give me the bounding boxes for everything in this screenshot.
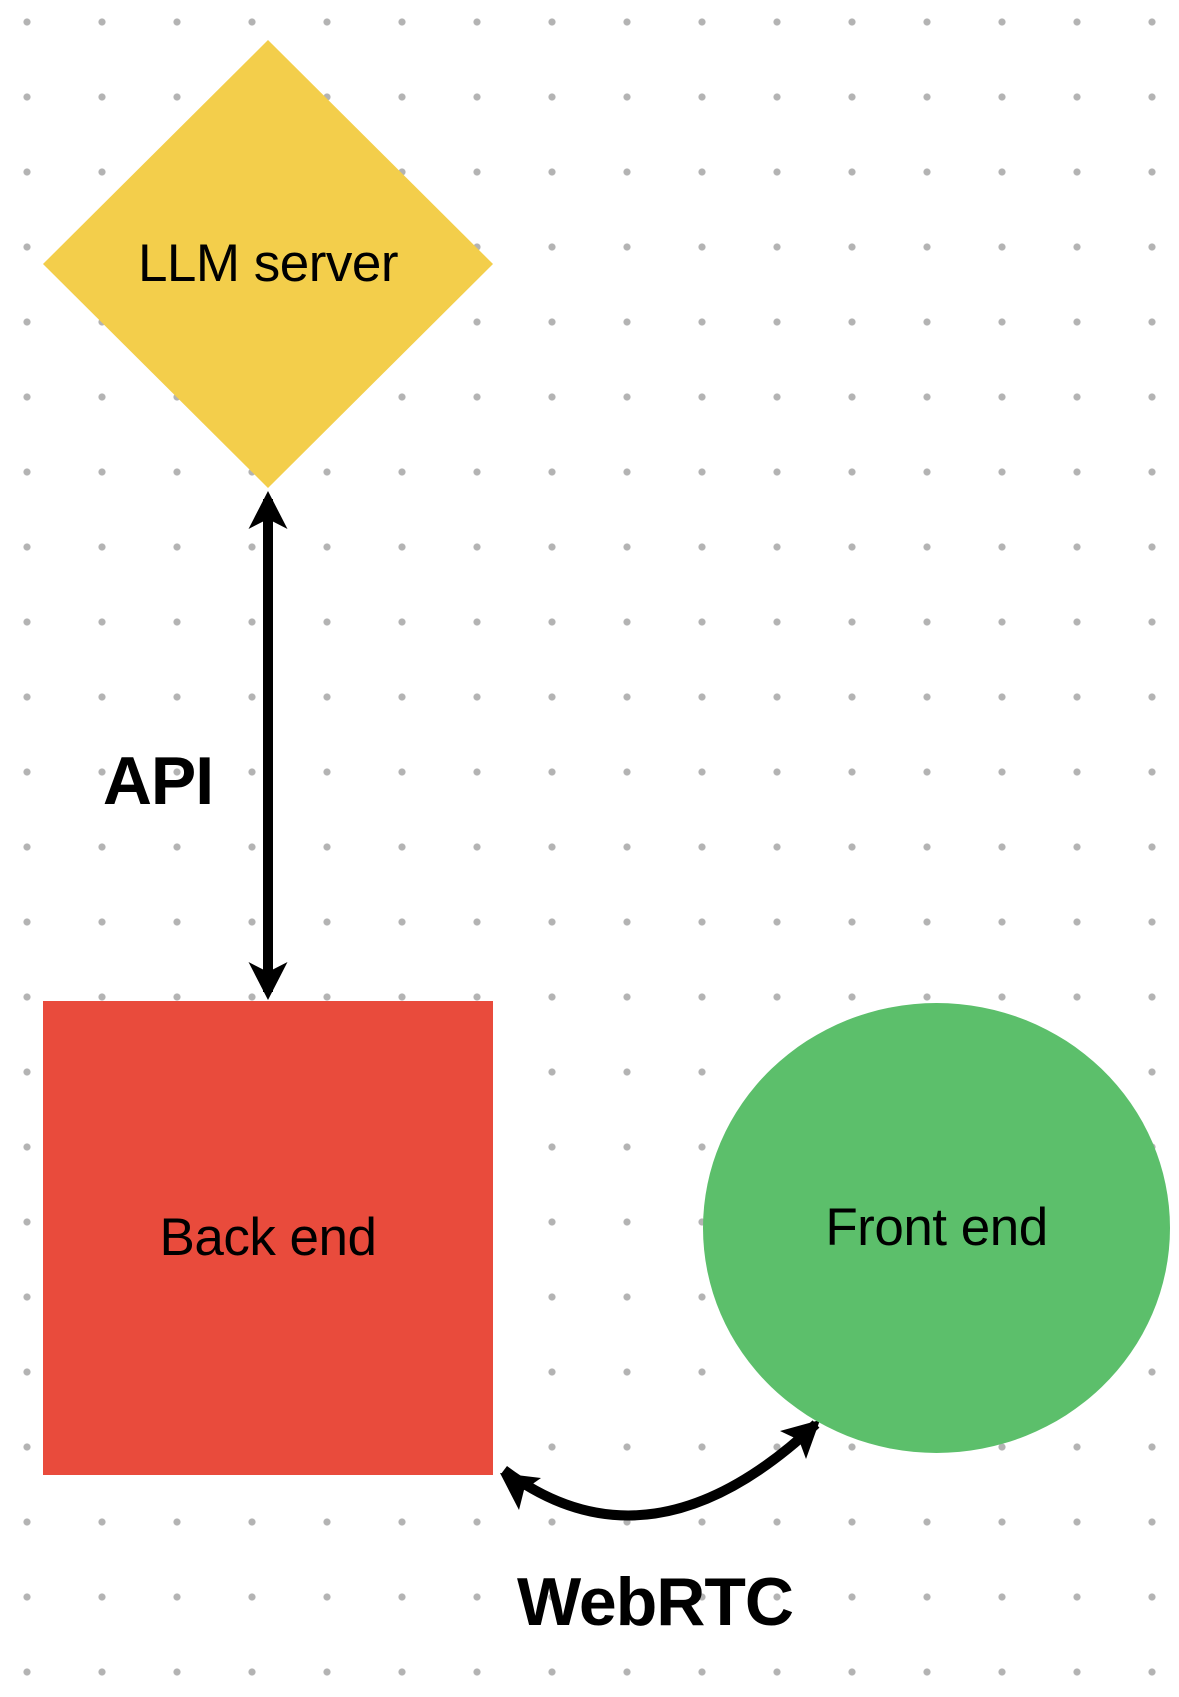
node-back-end-label: Back end (159, 1207, 377, 1267)
api-arrowhead-top-icon (248, 491, 288, 529)
api-connector-arrow[interactable] (248, 491, 288, 1000)
webrtc-arrowhead-right-icon (780, 1420, 820, 1459)
node-llm-server[interactable]: LLM server (43, 40, 493, 488)
webrtc-connector-arrow[interactable] (500, 1420, 820, 1521)
edge-label-api[interactable]: API (102, 743, 214, 819)
webrtc-arrowhead-left-icon (500, 1473, 541, 1510)
edge-label-webrtc[interactable]: WebRTC (516, 1564, 794, 1640)
api-arrowhead-bottom-icon (248, 962, 288, 1000)
node-llm-server-label: LLM server (137, 233, 399, 293)
webrtc-connector-curve (500, 1420, 820, 1521)
node-front-end[interactable]: Front end (703, 1003, 1170, 1453)
node-back-end[interactable]: Back end (43, 1001, 493, 1475)
node-front-end-label: Front end (825, 1197, 1048, 1257)
